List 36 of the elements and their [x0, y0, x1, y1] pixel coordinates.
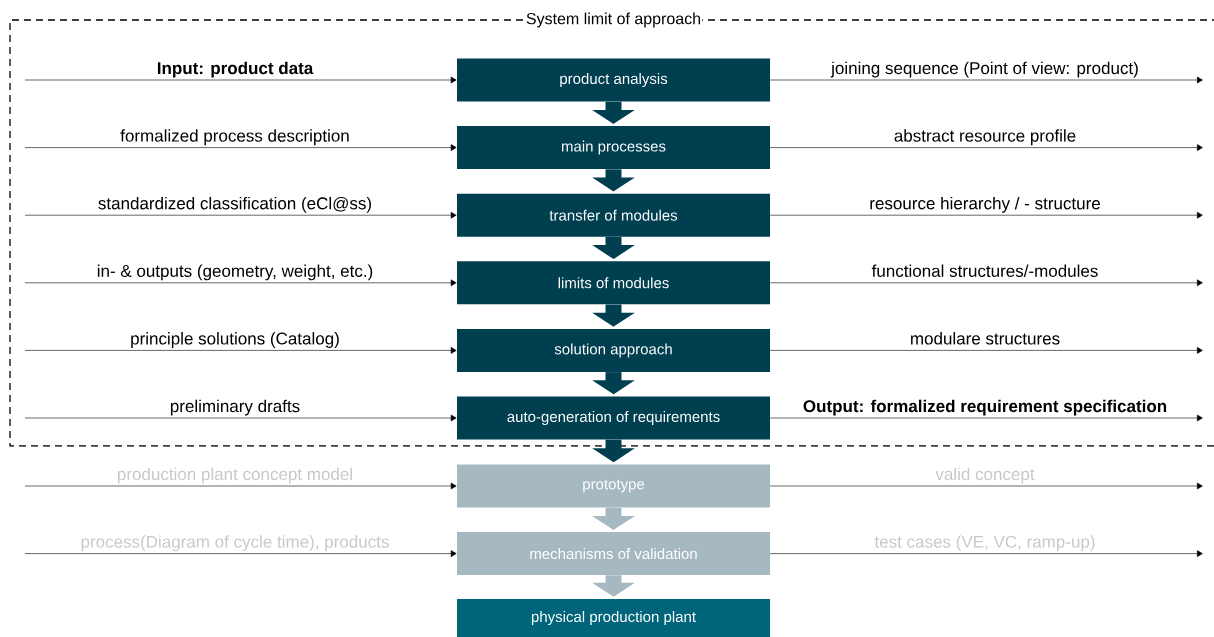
edge-label: formalized process description	[120, 129, 349, 146]
arrow	[769, 347, 1203, 354]
process-box: product analysis	[457, 58, 770, 102]
arrow	[24, 144, 457, 151]
arrow	[769, 76, 1203, 84]
arrow	[24, 279, 457, 287]
edge-label: Output: formalized requirement specification	[803, 399, 1167, 416]
arrow	[769, 144, 1203, 151]
arrow	[769, 414, 1203, 422]
arrow	[769, 279, 1203, 287]
edge-label: preliminary drafts	[170, 399, 300, 416]
edge-label: resource hierarchy / - structure	[870, 196, 1100, 213]
edge-label: modulare structures	[911, 332, 1060, 345]
arrow	[769, 211, 1203, 219]
arrow	[24, 414, 457, 422]
arrow	[769, 482, 1203, 490]
edge-label: standardized classification (eCl@ss)	[98, 196, 371, 213]
arrow	[769, 550, 1203, 557]
arrow	[24, 211, 457, 219]
process-box: limits of modules	[457, 261, 770, 305]
process-box: auto-generation of requirements	[457, 396, 770, 440]
arrow	[24, 482, 457, 490]
process-box: mechanisms of validation	[457, 532, 770, 576]
edge-label: principle solutions (Catalog)	[131, 332, 339, 348]
arrow	[24, 550, 457, 557]
edge-label: abstract resource profile	[894, 129, 1076, 146]
edge-label: functional structures/-modules	[871, 264, 1098, 277]
process-box: main processes	[457, 126, 770, 170]
node-label: System limit of approach	[526, 12, 701, 28]
arrow	[24, 347, 457, 354]
edge-label: joining sequence (Point of view: product)	[830, 61, 1138, 78]
process-box: physical production plant	[457, 599, 770, 637]
edge-label: Input: product data	[157, 61, 314, 78]
edge-label: in- & outputs (geometry, weight, etc.)	[97, 264, 373, 281]
arrow	[24, 76, 457, 84]
process-box: prototype	[457, 464, 770, 508]
